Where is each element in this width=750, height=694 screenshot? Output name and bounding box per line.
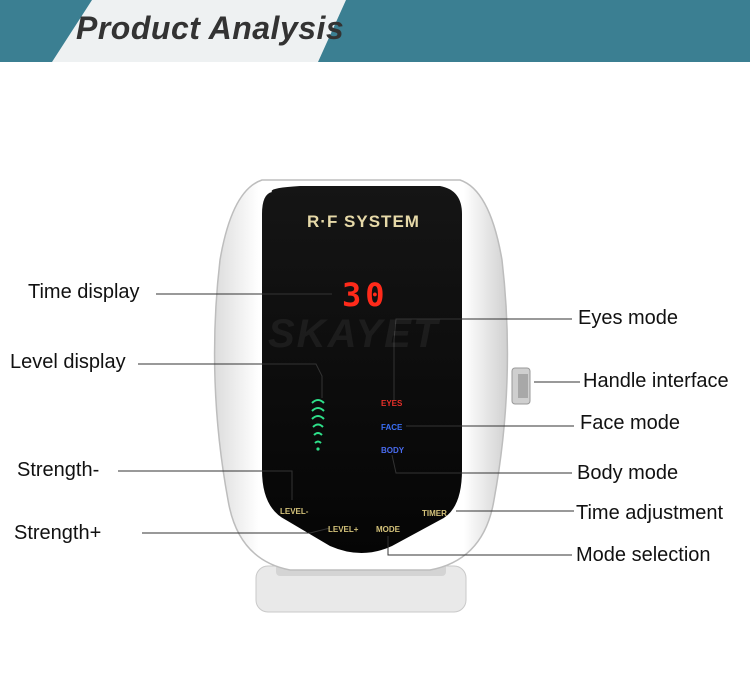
callout-time-display: Time display	[28, 281, 140, 303]
callout-strength-minus: Strength-	[17, 459, 100, 481]
watermark-text: SKAYET	[268, 312, 440, 356]
callout-level-display: Level display	[10, 351, 126, 373]
face-mode-button[interactable]: FACE	[381, 423, 403, 432]
body-mode-button[interactable]: BODY	[381, 446, 405, 455]
level-plus-button[interactable]: LEVEL+	[328, 525, 359, 534]
callout-time-adjustment: Time adjustment	[576, 502, 724, 524]
callout-eyes-mode: Eyes mode	[578, 307, 679, 329]
control-panel	[262, 186, 462, 553]
level-indicator	[311, 399, 325, 444]
time-display: 30	[342, 276, 389, 314]
brand-title: R·F SYSTEM	[307, 212, 420, 231]
callout-strength-plus: Strength+	[14, 522, 102, 544]
callout-handle-interface: Handle interface	[583, 370, 729, 392]
eyes-mode-button[interactable]: EYES	[381, 399, 403, 408]
timer-button[interactable]: TIMER	[422, 509, 447, 518]
header-banner: Product Analysis	[0, 0, 750, 62]
mode-button[interactable]: MODE	[376, 525, 400, 534]
page-title: Product Analysis	[76, 10, 345, 46]
callout-face-mode: Face mode	[580, 412, 681, 434]
callout-body-mode: Body mode	[577, 462, 679, 484]
header-decoration	[0, 0, 750, 62]
callout-mode-selection: Mode selection	[576, 544, 711, 566]
level-minus-button[interactable]: LEVEL-	[280, 507, 309, 516]
